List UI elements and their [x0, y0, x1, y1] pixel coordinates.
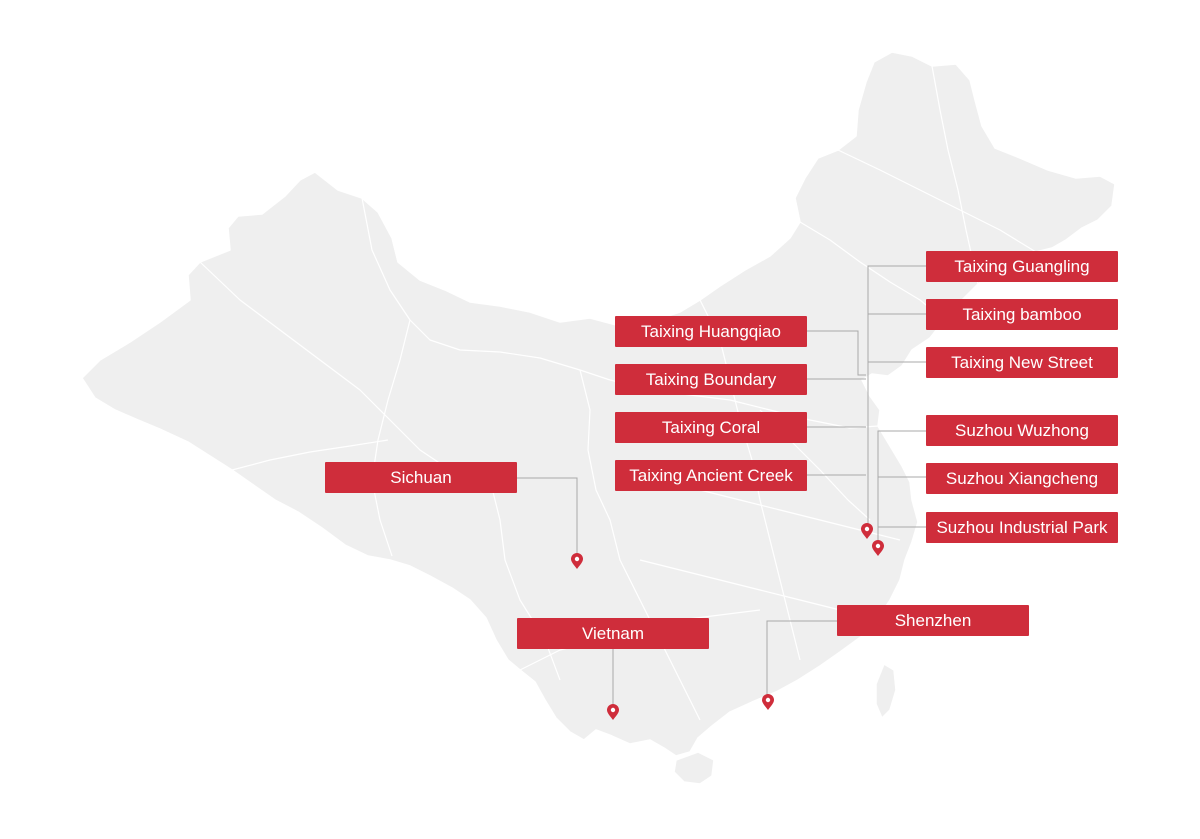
label-vietnam[interactable]: Vietnam [517, 618, 709, 649]
label-taixing-boundary[interactable]: Taixing Boundary [615, 364, 807, 395]
map-pin-icon[interactable] [607, 704, 619, 720]
label-shenzhen[interactable]: Shenzhen [837, 605, 1029, 636]
label-taixing-ancient-creek[interactable]: Taixing Ancient Creek [615, 460, 807, 491]
label-taixing-bamboo[interactable]: Taixing bamboo [926, 299, 1118, 330]
label-sichuan[interactable]: Sichuan [325, 462, 517, 493]
label-taixing-guangling[interactable]: Taixing Guangling [926, 251, 1118, 282]
label-suzhou-xiangcheng[interactable]: Suzhou Xiangcheng [926, 463, 1118, 494]
map-pin-icon[interactable] [861, 523, 873, 539]
map-pin-icon[interactable] [571, 553, 583, 569]
map-pin-icon[interactable] [762, 694, 774, 710]
hainan-island [673, 751, 715, 785]
label-taixing-coral[interactable]: Taixing Coral [615, 412, 807, 443]
map-pin-icon[interactable] [872, 540, 884, 556]
label-taixing-new-street[interactable]: Taixing New Street [926, 347, 1118, 378]
china-landmass [81, 51, 1116, 757]
taiwan-island [875, 663, 897, 719]
label-taixing-huangqiao[interactable]: Taixing Huangqiao [615, 316, 807, 347]
label-suzhou-industrial-park[interactable]: Suzhou Industrial Park [926, 512, 1118, 543]
leader-lines [517, 265, 926, 712]
label-suzhou-wuzhong[interactable]: Suzhou Wuzhong [926, 415, 1118, 446]
